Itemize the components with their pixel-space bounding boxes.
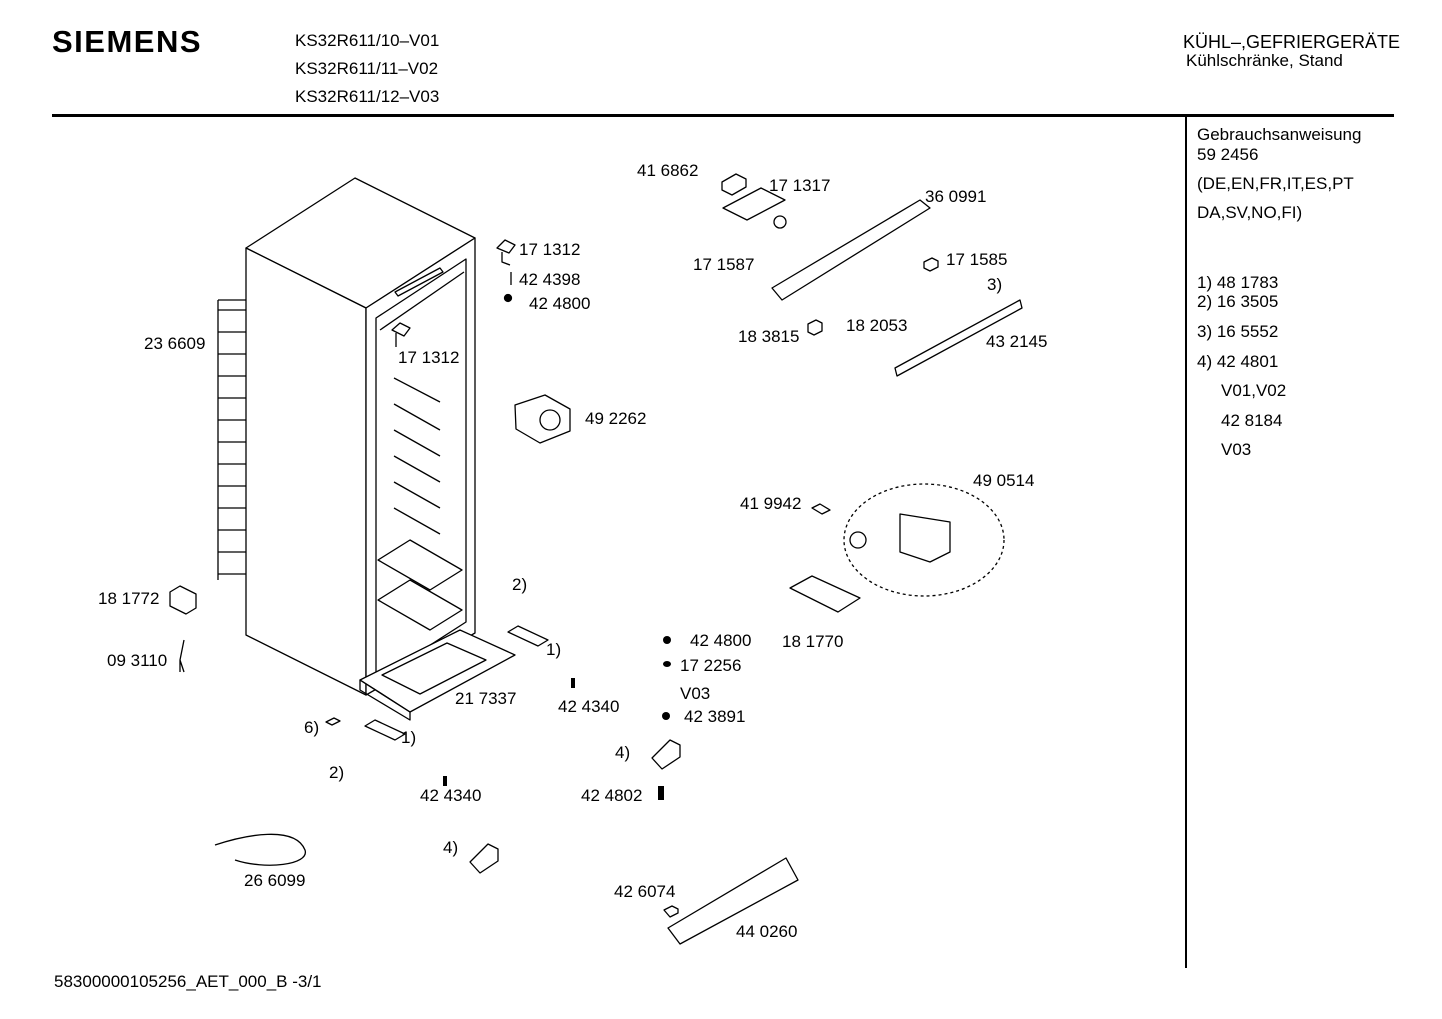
- plug-small-icon: [325, 717, 341, 726]
- evaporator-cover: [789, 575, 861, 613]
- footnote-4-part-b: 42 8184: [1221, 411, 1283, 430]
- mounting-plate-lower: [364, 719, 406, 741]
- sidebar-divider: [1185, 117, 1187, 968]
- appliance-subcategory: Kühlschränke, Stand: [1186, 51, 1343, 70]
- document-id: 58300000105256_AET_000_B -3/1: [54, 972, 322, 991]
- control-panel-strip: [771, 199, 931, 301]
- hinge-bracket-upper: [496, 239, 516, 266]
- variant-label-v03: V03: [680, 684, 711, 703]
- power-cord: [214, 833, 306, 866]
- screw-icon-side-a: [571, 678, 575, 688]
- trim-strip: [894, 299, 1023, 377]
- part-label-171587: 17 1587: [693, 255, 755, 274]
- part-label-172256: 17 2256: [680, 656, 742, 675]
- callout-3: 3): [987, 275, 1003, 294]
- model-number-1: KS32R611/10–V01: [295, 31, 440, 50]
- part-label-424340-lower: 42 4340: [420, 786, 482, 805]
- kickplate-clip: [663, 905, 679, 918]
- callout-4-upper: 4): [615, 743, 631, 762]
- footnote-4-variant-b: V03: [1221, 440, 1252, 459]
- fan-housing: [514, 394, 571, 444]
- footnote-3: 3) 16 5552: [1197, 322, 1279, 341]
- clip-icon: [923, 257, 939, 272]
- relay-icon: [169, 585, 197, 615]
- part-label-171317: 17 1317: [769, 176, 831, 195]
- fuse-icon: [179, 639, 185, 673]
- part-label-426074: 42 6074: [614, 882, 676, 901]
- part-label-236609: 23 6609: [144, 334, 206, 353]
- brand-logo: SIEMENS: [52, 24, 203, 59]
- part-label-217337: 21 7337: [455, 689, 517, 708]
- switch-housing: [721, 173, 747, 196]
- part-label-181770: 18 1770: [782, 632, 844, 651]
- part-label-424340-upper: 42 4340: [558, 697, 620, 716]
- manual-title: Gebrauchsanweisung: [1197, 125, 1362, 144]
- lamp-cover: [722, 187, 786, 221]
- part-label-171312-lower: 17 1312: [398, 348, 460, 367]
- part-label-171312-upper: 17 1312: [519, 240, 581, 259]
- part-label-423891: 42 3891: [684, 707, 746, 726]
- manual-languages-1: (DE,EN,FR,IT,ES,PT: [1197, 174, 1354, 193]
- footnote-4: 4) 42 4801: [1197, 352, 1279, 371]
- model-number-2: KS32R611/11–V02: [295, 59, 439, 78]
- screw-icon-front: [663, 636, 671, 644]
- motor-icon: [849, 531, 867, 549]
- part-label-490514: 49 0514: [973, 471, 1035, 490]
- kickplate: [667, 857, 799, 945]
- lamp-socket: [807, 319, 823, 336]
- part-label-424802: 42 4802: [581, 786, 643, 805]
- fridge-cabinet: [245, 177, 476, 696]
- part-label-492262: 49 2262: [585, 409, 647, 428]
- part-label-416862: 41 6862: [637, 161, 699, 180]
- sensor-plug: [811, 503, 831, 515]
- callout-2-lower: 2): [329, 763, 345, 782]
- manual-number: 59 2456: [1197, 145, 1259, 164]
- part-label-424800-upper: 42 4800: [529, 294, 591, 313]
- callout-4-lower: 4): [443, 838, 459, 857]
- screw-icon: [503, 293, 513, 303]
- header-divider: [52, 114, 1394, 117]
- nut-icon: [662, 712, 670, 720]
- part-label-360991: 36 0991: [925, 187, 987, 206]
- part-label-424800-lower: 42 4800: [690, 631, 752, 650]
- callout-1-upper: 1): [546, 640, 562, 659]
- washer-icon: [663, 661, 671, 667]
- part-label-419942: 41 9942: [740, 494, 802, 513]
- bolt-icon: [658, 786, 664, 800]
- callout-1-lower: 1): [401, 728, 417, 747]
- base-tray: [359, 629, 516, 721]
- part-label-093110: 09 3110: [107, 651, 168, 670]
- screw-icon-side-b: [443, 776, 447, 786]
- part-label-171585: 17 1585: [946, 250, 1008, 269]
- detail-circle: [843, 483, 1005, 597]
- knob-icon: [773, 215, 787, 229]
- condenser-coil: [217, 299, 246, 580]
- part-label-432145: 43 2145: [986, 332, 1048, 351]
- footnote-4-variant-a: V01,V02: [1221, 381, 1287, 400]
- mounting-plate: [507, 625, 549, 647]
- footnote-2: 2) 16 3505: [1197, 292, 1279, 311]
- mount-bracket-upper: [651, 739, 681, 770]
- mount-bracket-lower: [469, 843, 499, 874]
- appliance-category: KÜHL–,GEFRIERGERÄTE: [1183, 32, 1401, 52]
- hinge-bracket-middle: [391, 322, 411, 347]
- part-label-266099: 26 6099: [244, 871, 306, 890]
- part-label-440260: 44 0260: [736, 922, 798, 941]
- part-label-424398: 42 4398: [519, 270, 581, 289]
- part-label-183815: 18 3815: [738, 327, 800, 346]
- part-label-181772: 18 1772: [98, 589, 160, 608]
- callout-2-upper: 2): [512, 575, 528, 594]
- damper-assembly: [899, 513, 951, 563]
- footnote-1: 1) 48 1783: [1197, 273, 1279, 292]
- callout-6: 6): [304, 718, 320, 737]
- part-label-182053: 18 2053: [846, 316, 908, 335]
- model-number-3: KS32R611/12–V03: [295, 87, 440, 106]
- manual-languages-2: DA,SV,NO,FI): [1197, 203, 1303, 222]
